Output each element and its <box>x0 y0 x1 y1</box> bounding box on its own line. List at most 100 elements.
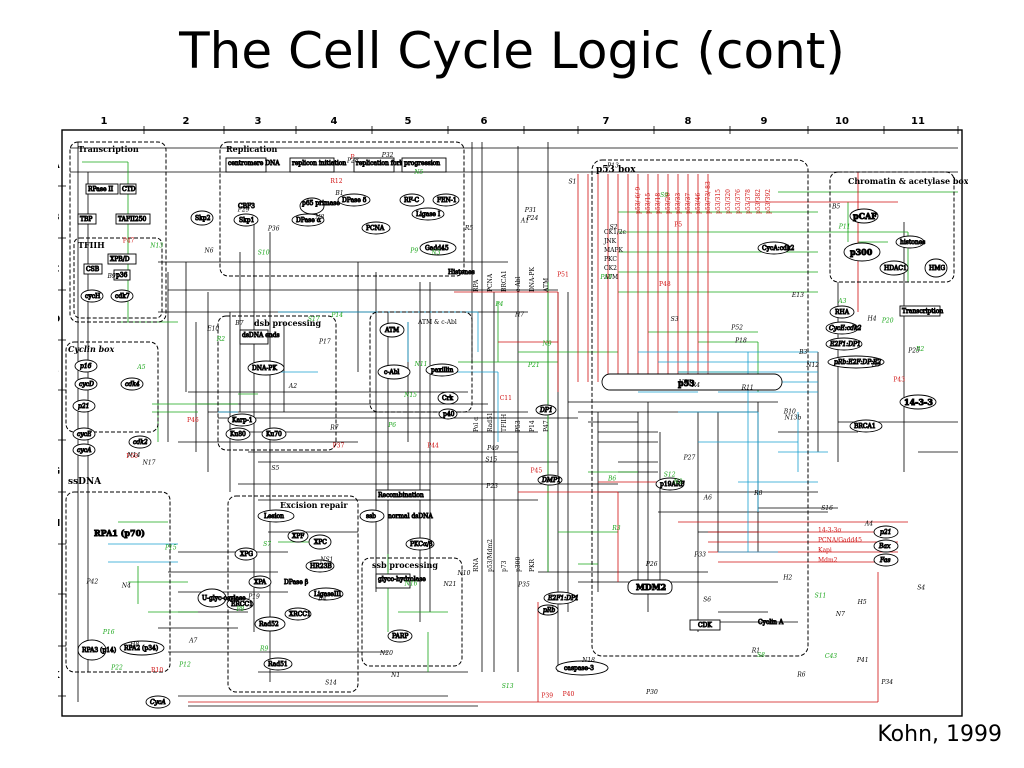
side-label: p300 <box>515 557 522 572</box>
p36-node <box>113 269 131 281</box>
row-label-K: K <box>58 670 61 681</box>
cyca-bottom-node <box>145 695 171 709</box>
cyce-cdk2-label: CycE:cdk2 <box>829 325 862 332</box>
ssb-title: ssb processing <box>372 560 438 570</box>
p21-node <box>72 399 96 413</box>
dna-pk-node <box>247 360 285 376</box>
hmg-node <box>924 258 948 278</box>
skp2-node <box>190 210 214 226</box>
p53-node <box>601 373 783 391</box>
ssb-box <box>361 557 463 667</box>
row-label-B: B <box>58 212 60 223</box>
column-label-7: 7 <box>603 116 610 127</box>
green-interaction-labels: C43A5P11P6P10P12P9P4P15P14P16P8N3N9N2N13… <box>102 169 925 690</box>
pcaf-label: pCAF <box>853 211 877 221</box>
column-label-8: 8 <box>685 116 692 127</box>
skp2-label: Skp2 <box>195 215 211 222</box>
ligase3-node <box>308 587 344 601</box>
excision-title: Excision repair <box>280 500 348 510</box>
histones2-label: histones <box>900 239 925 246</box>
p1433-label: 14-3-3 <box>904 397 933 407</box>
ctd-label: CTD <box>122 186 136 193</box>
interaction-label: P49 <box>486 445 499 452</box>
kinase-label: ATM <box>603 274 618 281</box>
interaction-label: P5 <box>674 221 682 228</box>
rad51-label: Rad51 <box>268 661 288 668</box>
interaction-label: P <box>351 154 355 161</box>
side-label: TFIIH <box>501 414 508 432</box>
interaction-label: P48 <box>659 281 671 288</box>
interaction-label: S8 <box>757 652 765 659</box>
interaction-label: S14 <box>325 680 337 687</box>
interaction-label: A1 <box>520 218 529 225</box>
interaction-label: P40 <box>563 691 575 698</box>
pcaf-node <box>849 208 879 224</box>
prb-e2f-node <box>827 355 885 369</box>
interaction-label: S6 <box>703 596 711 603</box>
replication-title: Replication <box>226 144 278 154</box>
brca1-label: BRCA1 <box>854 423 876 430</box>
rpa2-node <box>119 640 165 656</box>
interaction-label: P43 <box>893 376 905 383</box>
p16-node <box>74 359 98 373</box>
row-label-D: D <box>58 314 60 325</box>
cyce-cdk2-node <box>825 321 859 335</box>
interaction-label: A6 <box>703 495 712 502</box>
column-label-5: 5 <box>405 116 412 127</box>
prb-node <box>537 604 559 616</box>
interaction-labels: H2H4H5H7H8B1B3B4B5B7B8B9B10N1N4N6N7N8N10… <box>86 152 926 696</box>
histones-label: Histones <box>448 269 475 276</box>
interaction-label: P36 <box>267 226 280 233</box>
interaction-label: NS1 <box>319 557 333 564</box>
ligase1-label: Ligase I <box>416 211 441 218</box>
interaction-label: R5 <box>464 225 474 232</box>
centromere-node <box>225 157 267 173</box>
cycadk2-label: CycA:cdk2 <box>762 245 795 252</box>
kinase-label: JNK <box>603 238 617 245</box>
parp-node <box>387 629 413 643</box>
interaction-label: N17 <box>142 460 156 467</box>
c-abl-node <box>377 364 411 380</box>
interaction-label: R3 <box>611 525 621 532</box>
interaction-label: R2 <box>216 336 226 343</box>
ku70-node <box>261 427 287 441</box>
interaction-label: P16 <box>102 629 115 636</box>
p53-site-label: p53/73/-83 <box>705 181 712 214</box>
cbf3-label: CBF3 <box>238 203 255 210</box>
interaction-label: B5 <box>831 204 840 211</box>
interaction-label: N8 <box>314 214 324 221</box>
interaction-label: P42 <box>86 578 99 585</box>
tbp-label: TBP <box>80 216 92 223</box>
hdac1-label: HDAC1 <box>884 265 907 272</box>
cyca-bottom-label: CycA <box>150 699 166 706</box>
e2f1dp1-label: E2F1:DP1 <box>547 595 579 602</box>
interaction-label: P27 <box>683 455 696 462</box>
dpase-a-label: DPase α <box>296 217 321 224</box>
interaction-label: S16 <box>821 505 833 512</box>
target-label: PCNA/Gadd45 <box>818 537 862 544</box>
kinase-label: PKC <box>604 256 617 263</box>
e2f1dp1b-node <box>825 337 863 351</box>
dsb-title: dsb processing <box>254 318 321 328</box>
interaction-label: R7 <box>329 425 339 432</box>
interaction-label: N18 <box>581 657 595 664</box>
cyca-node <box>72 443 96 457</box>
caspase3-label: caspase-3 <box>564 665 594 672</box>
cdk2-label: cdk2 <box>133 439 148 446</box>
normal-dsdna-label: normal dsDNA <box>388 513 433 520</box>
interaction-label: P35 <box>517 582 530 589</box>
interaction-label: P28 <box>346 158 359 165</box>
replicon-node <box>289 157 335 173</box>
interaction-label: S17 <box>308 316 320 323</box>
row-label-C: C <box>58 264 59 275</box>
interaction-label: P41 <box>856 657 869 664</box>
side-label: ATM <box>543 278 550 293</box>
rha-label: RHA <box>835 309 850 316</box>
interaction-label: P47 <box>123 237 135 244</box>
p19arf-label: p19ARF <box>660 481 685 488</box>
crk-node <box>437 391 459 405</box>
interaction-label: P44 <box>427 443 439 450</box>
interaction-label: P13 <box>606 162 619 169</box>
skp1-label: Skp1 <box>239 217 254 224</box>
